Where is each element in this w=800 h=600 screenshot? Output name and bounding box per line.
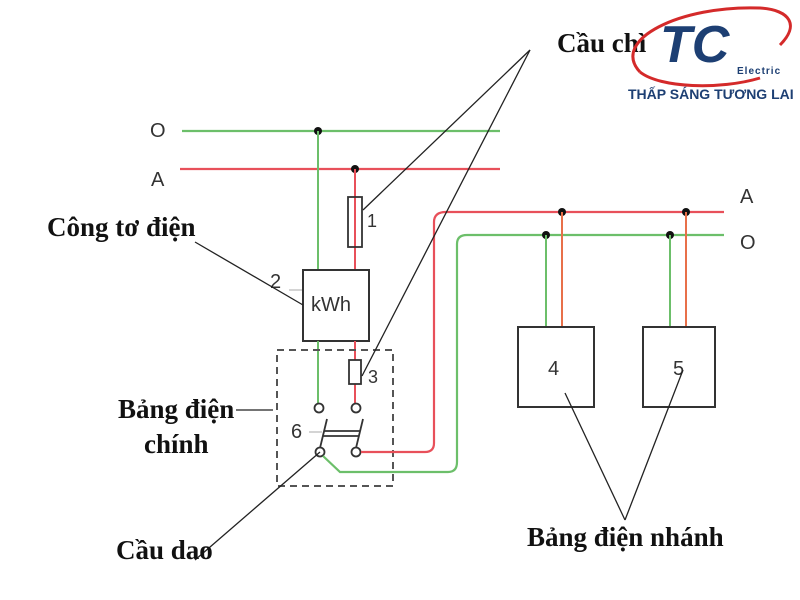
logo-swoosh [639,70,761,88]
callout-main-panel-line1: Bảng điện [118,394,234,424]
fuse-1 [347,196,363,248]
switch-terminal [350,402,362,414]
leader-branch-5 [624,369,684,521]
branch-phase-feed [361,210,724,454]
branch-panel-5-number: 5 [673,358,684,380]
main-phase-label: A [151,169,165,191]
fuse-3 [348,359,362,385]
fuse-1-number: 1 [367,211,377,231]
meter-number: 2 [270,271,281,293]
logo-mark: TC [660,16,731,74]
logo-swoosh [631,6,792,74]
leader-fuse-1 [362,49,531,211]
logo-sub: Electric [737,66,781,77]
callout-main-panel-line2: chính [144,429,209,459]
branch-neutral-label: O [740,232,756,254]
branch-panel-5 [642,326,716,408]
branch-neutral-feed [322,233,724,474]
switch-number: 6 [291,421,302,443]
leader-knife-switch [194,451,321,561]
main-panel-box [276,349,394,487]
brand-logo: TC Electric THẤP SÁNG TƯƠNG LAI [628,6,794,102]
switch-blade [355,418,364,449]
switch-blade [319,418,328,449]
callout-branch-panel: Bảng điện nhánh [527,522,724,552]
electric-meter [302,269,370,342]
fuse-3-number: 3 [368,367,378,387]
leader-meter [194,241,304,306]
branch-phase-label: A [740,186,754,208]
meter-unit: kWh [311,294,351,316]
leader-fuse-3 [361,49,531,377]
callout-knife-switch: Cầu dao [116,535,213,565]
switch-terminal [313,402,325,414]
switch-terminal [350,446,362,458]
leader-branch-4 [564,392,626,521]
logo-tagline: THẤP SÁNG TƯƠNG LAI [628,86,794,102]
branch-panel-4-number: 4 [548,358,559,380]
callout-meter: Công tơ điện [47,212,195,242]
main-neutral-label: O [150,120,166,142]
branch-panel-4 [517,326,595,408]
